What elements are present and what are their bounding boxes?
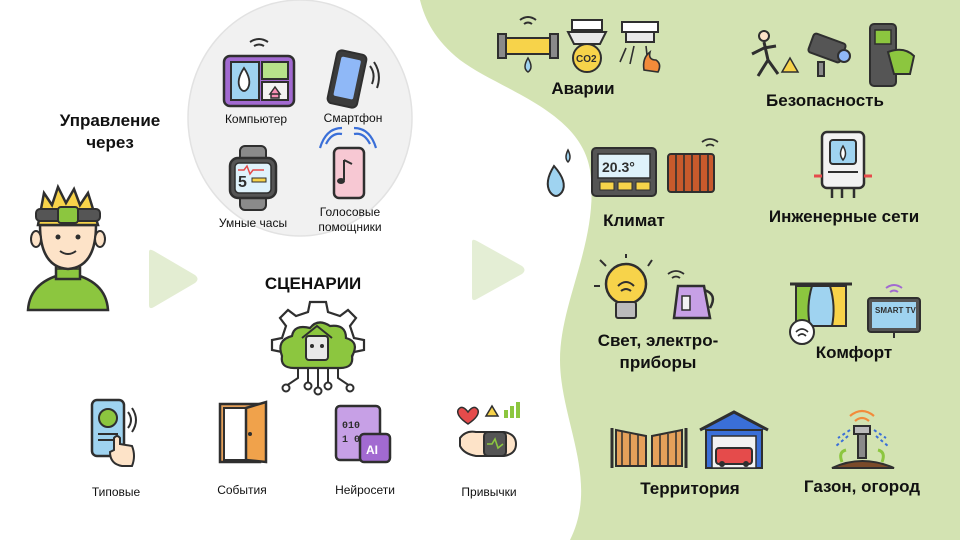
- category-label: Аварии: [551, 79, 615, 98]
- device-label: Компьютер: [224, 112, 288, 126]
- tv-text: SMART TV: [875, 306, 917, 315]
- brain-gear-icon: [270, 300, 366, 396]
- gate-garage-icon: [610, 410, 769, 469]
- svg-text:1 0: 1 0: [342, 435, 360, 446]
- scenarios-title: СЦЕНАРИИ: [264, 274, 362, 293]
- svg-text:AI: AI: [366, 443, 378, 457]
- category-label: Климат: [603, 211, 665, 230]
- category-label: Газон, огород: [803, 477, 921, 496]
- arrow-right-icon: [472, 239, 525, 301]
- category-label: Комфорт: [815, 343, 893, 362]
- thermostat-icon: 20.3°: [546, 138, 719, 197]
- scenario-label: Нейросети: [335, 483, 395, 497]
- scenario-label: События: [217, 483, 267, 497]
- device-label: Смартфон: [323, 111, 383, 125]
- voice-assistant-icon: [318, 126, 378, 200]
- leak-gas-fire-icon: CO2: [497, 16, 661, 73]
- smartwatch-icon: 5: [228, 145, 278, 211]
- security-camera-icon: [751, 23, 916, 87]
- device-label: Голосовые помощники: [318, 205, 382, 234]
- curtains-tv-icon: SMART TV: [789, 282, 921, 345]
- scenario-label: Типовые: [91, 485, 141, 499]
- scenario-label: Привычки: [461, 485, 517, 499]
- svg-text:5: 5: [238, 174, 247, 191]
- door-icon: [218, 400, 268, 464]
- tablet-icon: [222, 38, 296, 108]
- category-label: Безопасность: [766, 91, 884, 110]
- arrow-right-icon: [149, 249, 198, 309]
- sprinkler-icon: [831, 409, 895, 469]
- ai-chip-icon: 010 1 0 AI: [334, 404, 392, 464]
- category-label: Свет, электро-приборы: [597, 331, 719, 372]
- phone-touch-icon: [90, 398, 137, 467]
- control-title: Управление через: [59, 111, 161, 152]
- category-label: Инженерные сети: [768, 207, 920, 226]
- user-avatar-icon: [26, 183, 110, 312]
- boiler-icon: [814, 130, 872, 198]
- svg-text:010: 010: [342, 421, 360, 432]
- device-label: Умные часы: [218, 216, 288, 230]
- category-label: Территория: [640, 479, 740, 498]
- fitness-tracker-icon: [456, 402, 520, 457]
- thermostat-value: 20.3°: [602, 159, 635, 175]
- smartphone-icon: [326, 49, 380, 109]
- co2-text: CO2: [576, 54, 597, 65]
- bulb-kettle-icon: [594, 254, 715, 320]
